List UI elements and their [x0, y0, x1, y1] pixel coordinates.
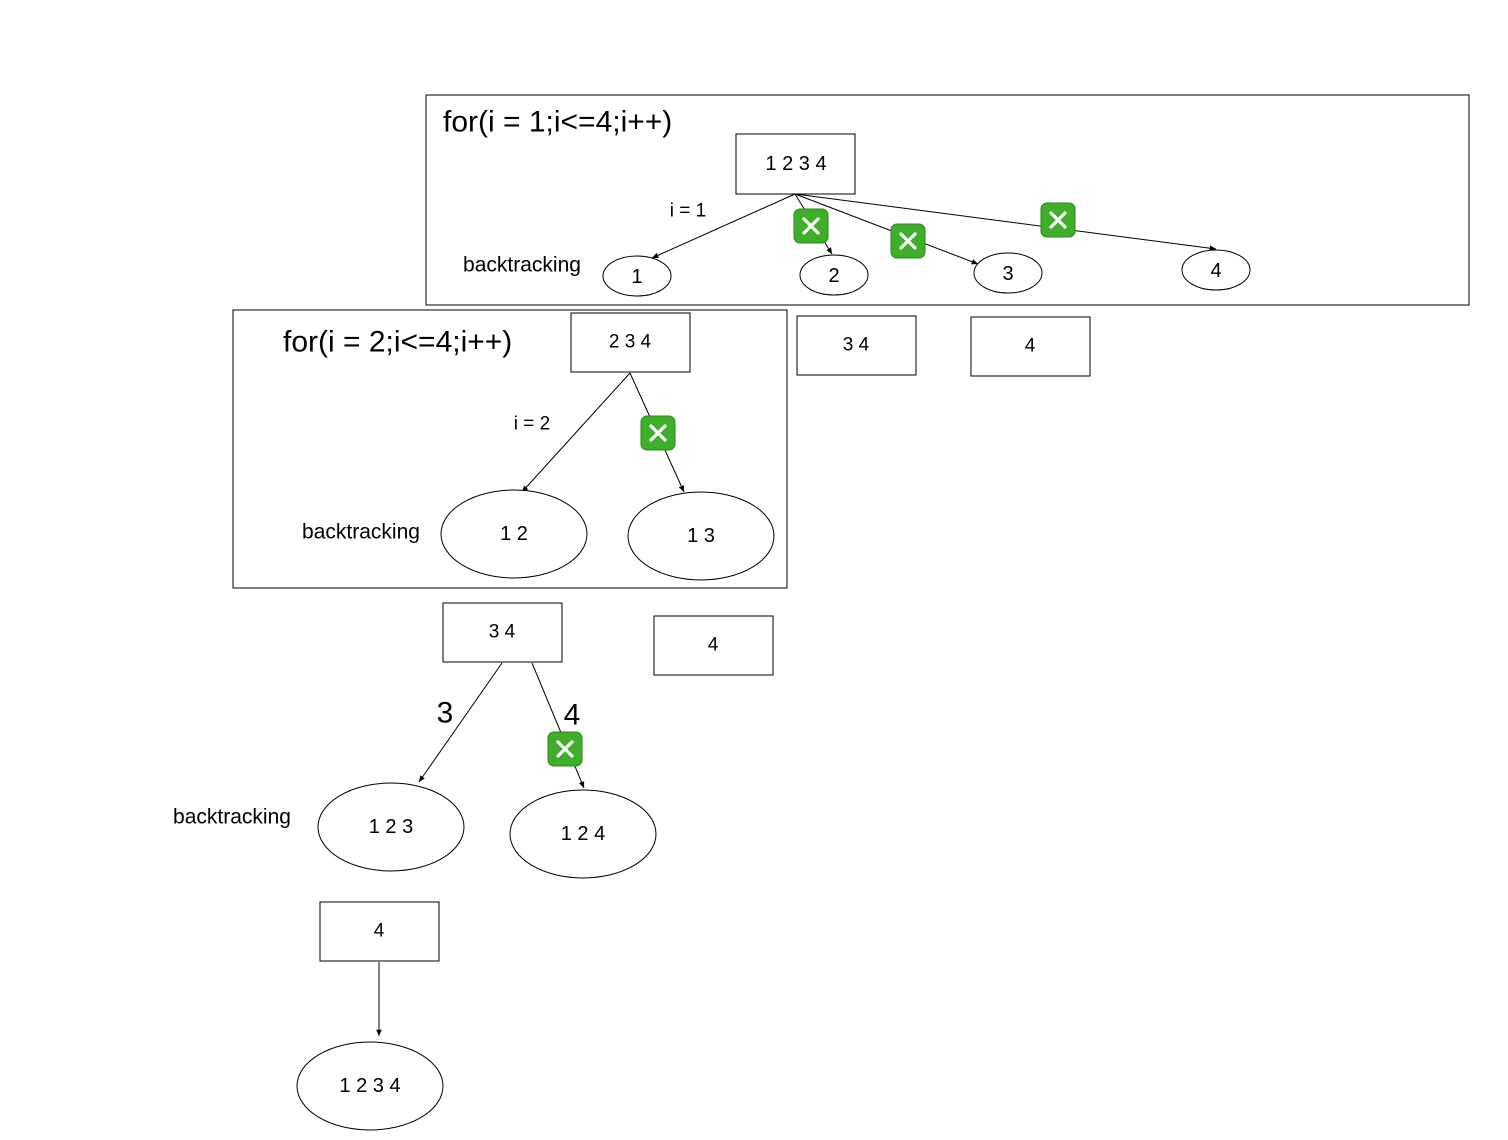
node-rest-3-4-a [796, 315, 917, 376]
inner-loop-frame [232, 309, 788, 589]
node-pick-1-3 [627, 491, 775, 581]
node-pick-1-label: 1 [631, 266, 642, 288]
node-pick-1-2-label: 1 2 [500, 523, 528, 545]
node-pick-3 [973, 252, 1043, 294]
node-rest-3-4-b-label: 3 4 [489, 622, 516, 643]
node-pick-3-label: 3 [1002, 263, 1013, 285]
node-pick-4-label: 4 [1210, 260, 1221, 282]
edge-34-to-124 [531, 662, 585, 789]
node-pick-1-3-label: 1 3 [687, 525, 715, 547]
outer-loop-label: for(i = 1;i<=4;i++) [443, 106, 672, 139]
edge-label-i-eq-2: i = 2 [514, 414, 550, 435]
node-pick-1-2-4 [509, 789, 657, 879]
node-pick-1-2 [440, 489, 588, 579]
node-rest-3-4-a-label: 3 4 [843, 335, 870, 356]
node-pick-1-2-3-4 [296, 1041, 444, 1131]
node-pick-1-2-3-label: 1 2 3 [369, 816, 413, 838]
node-pick-2-label: 2 [828, 265, 839, 287]
edge-label-four: 4 [564, 699, 581, 732]
node-level2-candidates-label: 2 3 4 [609, 332, 652, 353]
node-root-candidates-label: 1 2 3 4 [765, 153, 826, 175]
node-root-candidates [735, 133, 856, 195]
cross-mark-icon [890, 223, 926, 259]
node-pick-1 [602, 255, 672, 297]
node-level2-candidates [570, 312, 691, 373]
backtracking-label: backtracking [302, 521, 420, 544]
edge-root-to-4 [794, 193, 1217, 251]
node-pick-2 [799, 254, 869, 296]
node-pick-1-2-3 [317, 782, 465, 872]
backtracking-label: backtracking [463, 254, 581, 277]
edge-234-to-12 [521, 372, 631, 493]
cross-mark-icon [640, 415, 676, 451]
cross-mark-icon [547, 731, 583, 767]
edge-root-to-3 [794, 193, 979, 265]
inner-loop-label: for(i = 2;i<=4;i++) [283, 326, 512, 359]
node-rest-4-c-label: 4 [374, 921, 385, 942]
edge-label-three: 3 [437, 697, 454, 730]
cross-mark-icon [793, 208, 829, 244]
edge-34-to-123 [418, 662, 503, 783]
edge-label-i-eq-1: i = 1 [670, 201, 706, 222]
node-rest-4-b-label: 4 [708, 635, 719, 656]
node-rest-4-b [653, 615, 774, 676]
backtracking-label: backtracking [173, 806, 291, 829]
cross-mark-icon [1040, 202, 1076, 238]
node-pick-1-2-3-4-label: 1 2 3 4 [339, 1075, 400, 1097]
node-rest-4-a-label: 4 [1025, 336, 1036, 357]
node-rest-4-c [319, 901, 440, 962]
node-rest-4-a [970, 316, 1091, 377]
node-rest-3-4-b [442, 602, 563, 663]
outer-loop-frame [425, 94, 1470, 306]
edge-root-to-1 [651, 193, 796, 259]
node-pick-4 [1181, 249, 1251, 291]
node-pick-1-2-4-label: 1 2 4 [561, 823, 605, 845]
